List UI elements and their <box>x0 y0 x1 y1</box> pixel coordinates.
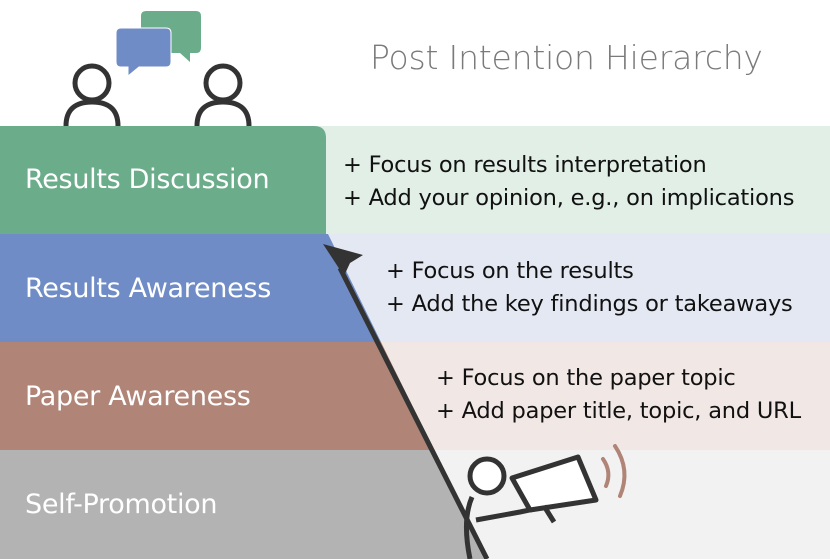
tier-block-self-promotion <box>0 450 487 559</box>
megaphone-body <box>509 454 599 513</box>
people-discussion-icon <box>63 11 252 127</box>
arrow-shaft <box>337 266 490 559</box>
megaphone-handle <box>541 504 557 524</box>
megaphone-person-head <box>467 456 507 496</box>
tier-bullets-paper-awareness: + Focus on the paper topic + Add paper t… <box>436 362 801 428</box>
tier-block-results-awareness <box>0 234 381 342</box>
right-person-head <box>203 63 243 103</box>
bullet-item: + Add paper title, topic, and URL <box>436 398 801 424</box>
tier-bullets-results-discussion: + Focus on results interpretation + Add … <box>343 149 794 215</box>
diagram-title: Post Intention Hierarchy <box>370 38 763 77</box>
person-megaphone-icon <box>464 444 627 559</box>
bullet-item: + Focus on the paper topic <box>436 365 736 391</box>
tier-label-paper-awareness: Paper Awareness <box>25 381 251 412</box>
left-person-body <box>63 99 121 127</box>
bullet-item: + Focus on the results <box>386 258 634 284</box>
bullet-item: + Add the key findings or takeaways <box>386 291 793 317</box>
tier-bullets-results-awareness: + Focus on the results + Add the key fin… <box>386 255 793 321</box>
left-person-head <box>72 63 112 103</box>
tier-block-paper-awareness <box>0 342 434 450</box>
right-person-body <box>194 99 252 127</box>
tier-label-results-discussion: Results Discussion <box>25 164 270 195</box>
tier-label-results-awareness: Results Awareness <box>25 273 271 304</box>
tier-block-results-discussion <box>0 126 326 234</box>
tier-label-self-promotion: Self-Promotion <box>25 489 218 520</box>
megaphone-person-body <box>464 496 475 559</box>
sound-wave-outer <box>613 444 627 498</box>
bullet-item: + Focus on results interpretation <box>343 152 707 178</box>
bullet-item: + Add your opinion, e.g., on implication… <box>343 185 795 211</box>
arrow-head <box>323 244 363 276</box>
sound-wave-inner <box>601 457 611 488</box>
upward-arrow-icon <box>323 244 490 559</box>
chat-bubble-front-icon <box>115 27 172 78</box>
